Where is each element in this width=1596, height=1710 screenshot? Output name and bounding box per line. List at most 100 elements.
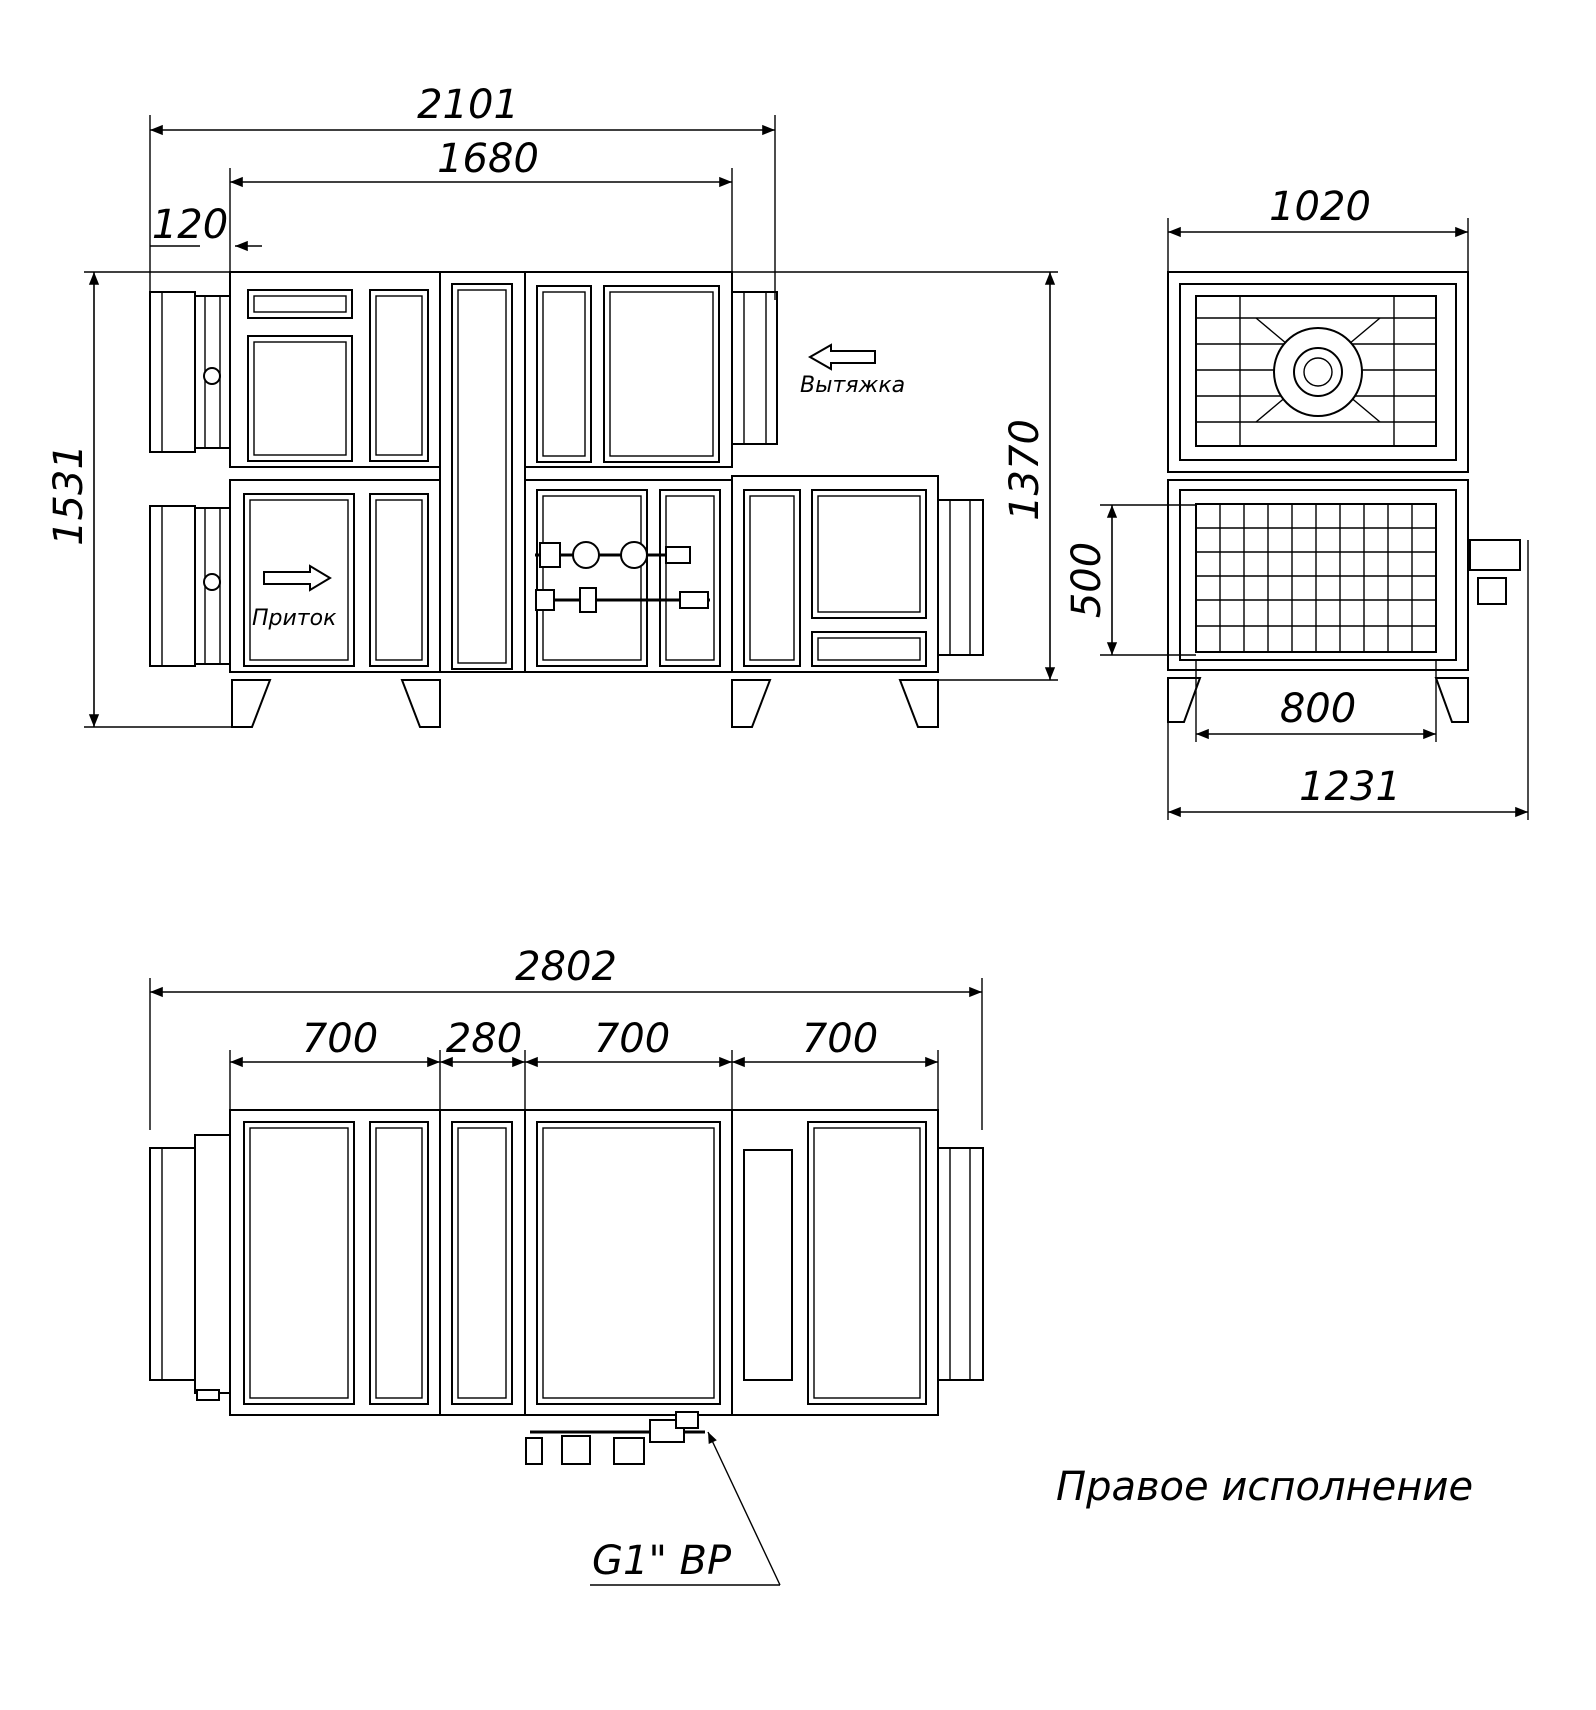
dim-700a-label: 700: [302, 1016, 378, 1062]
exhaust-outlet-duct: [149, 291, 196, 453]
side-valve-icon: [1469, 539, 1521, 571]
plan-module-3: [524, 1109, 733, 1416]
upper-section: [1167, 271, 1469, 473]
frame: [1179, 283, 1457, 461]
valve-body: [675, 1411, 699, 1429]
plan-right-duct: [937, 1147, 984, 1381]
actuator-icon: [613, 1437, 645, 1465]
dim-2802-label: 2802: [515, 944, 617, 990]
panel-inner: [542, 495, 642, 661]
panel: [811, 631, 927, 667]
dim-280-label: 280: [446, 1016, 522, 1062]
plan-left-duct: [149, 1147, 196, 1381]
module-lower-2: [524, 479, 733, 673]
support-leg: [1434, 677, 1469, 723]
module-upper-2: [524, 271, 733, 468]
panel-inner: [665, 495, 715, 661]
panel: [811, 489, 927, 619]
dim-1531-label: 1531: [46, 444, 92, 546]
panel: [369, 1121, 429, 1405]
panel: [247, 289, 353, 319]
exhaust-arrow-icon: [807, 343, 876, 371]
plan-module-4: [731, 1109, 939, 1416]
panel-inner: [457, 289, 507, 664]
panel-inner: [249, 1127, 349, 1399]
valve-body: [579, 587, 597, 613]
panel: [247, 335, 353, 462]
dim-2101-label: 2101: [417, 82, 519, 128]
dim-120-label: 120: [152, 202, 228, 248]
supply-outlet-duct: [937, 499, 984, 656]
panel-inner: [609, 291, 714, 457]
fan-hub-icon: [1293, 347, 1343, 397]
panel: [536, 489, 648, 667]
support-leg: [731, 679, 772, 728]
connection-label: G1" ВР: [592, 1538, 732, 1584]
panel-inner: [542, 1127, 715, 1399]
panel: [369, 289, 429, 462]
module-upper-1: [229, 271, 441, 468]
panel: [369, 493, 429, 667]
supply-label: Приток: [252, 606, 337, 631]
panel: [451, 283, 513, 670]
dim-500-label: 500: [1064, 542, 1110, 618]
module-middle-column: [439, 271, 526, 673]
panel: [743, 489, 801, 667]
damper: [194, 507, 231, 665]
valve-body: [535, 589, 555, 611]
dim-1680-label: 1680: [437, 136, 539, 182]
panel-inner: [375, 295, 423, 456]
panel: [659, 489, 721, 667]
panel-inner: [253, 341, 347, 456]
panel-inner: [749, 495, 795, 661]
front-view: 2101 1680 120 1531 1370: [46, 82, 1058, 728]
panel-inner: [813, 1127, 921, 1399]
panel: [243, 1121, 355, 1405]
damper: [194, 295, 231, 449]
support-leg: [1167, 677, 1202, 723]
pump-icon: [561, 1435, 591, 1465]
plan-piping: [525, 1411, 705, 1465]
exhaust-duct: [731, 291, 778, 445]
side-valve-icon: [1477, 577, 1507, 605]
panel: [536, 1121, 721, 1405]
supply-inlet-duct: [149, 505, 196, 667]
module-lower-1: [229, 479, 441, 673]
panel: [603, 285, 720, 463]
damper-actuator-icon: [203, 367, 221, 385]
panel-inner: [253, 295, 347, 313]
dim-1020-label: 1020: [1269, 184, 1371, 230]
panel: [451, 1121, 513, 1405]
panel-inner: [249, 499, 349, 661]
plan-damper: [194, 1134, 231, 1394]
frame: [1179, 489, 1457, 661]
dim-700b-label: 700: [594, 1016, 670, 1062]
fan-center: [1303, 357, 1333, 387]
damper-actuator-icon: [196, 1389, 220, 1401]
dim-800-label: 800: [1280, 686, 1356, 732]
plan-module-1: [229, 1109, 441, 1416]
dim-1370-label: 1370: [1002, 419, 1048, 521]
lower-section: [1167, 479, 1469, 671]
panel: [743, 1149, 793, 1381]
panel-inner: [375, 499, 423, 661]
dim-1231-label: 1231: [1299, 764, 1401, 810]
pump-icon: [572, 541, 600, 569]
coil-grid-lines: [1196, 504, 1436, 652]
connection-leader: [707, 1431, 781, 1586]
supply-arrow-icon: [263, 564, 332, 592]
panel: [536, 285, 592, 463]
valve-body: [539, 542, 561, 568]
support-leg: [400, 679, 441, 728]
support-leg: [231, 679, 272, 728]
panel: [243, 493, 355, 667]
panel-inner: [375, 1127, 423, 1399]
actuator-icon: [679, 591, 709, 609]
valve-assembly: [535, 541, 710, 613]
panel-inner: [817, 495, 921, 613]
version-label: Правое исполнение: [1056, 1464, 1473, 1510]
dim-700c-label: 700: [802, 1016, 878, 1062]
plan-view: 2802 700 280 700 700: [149, 944, 984, 1586]
